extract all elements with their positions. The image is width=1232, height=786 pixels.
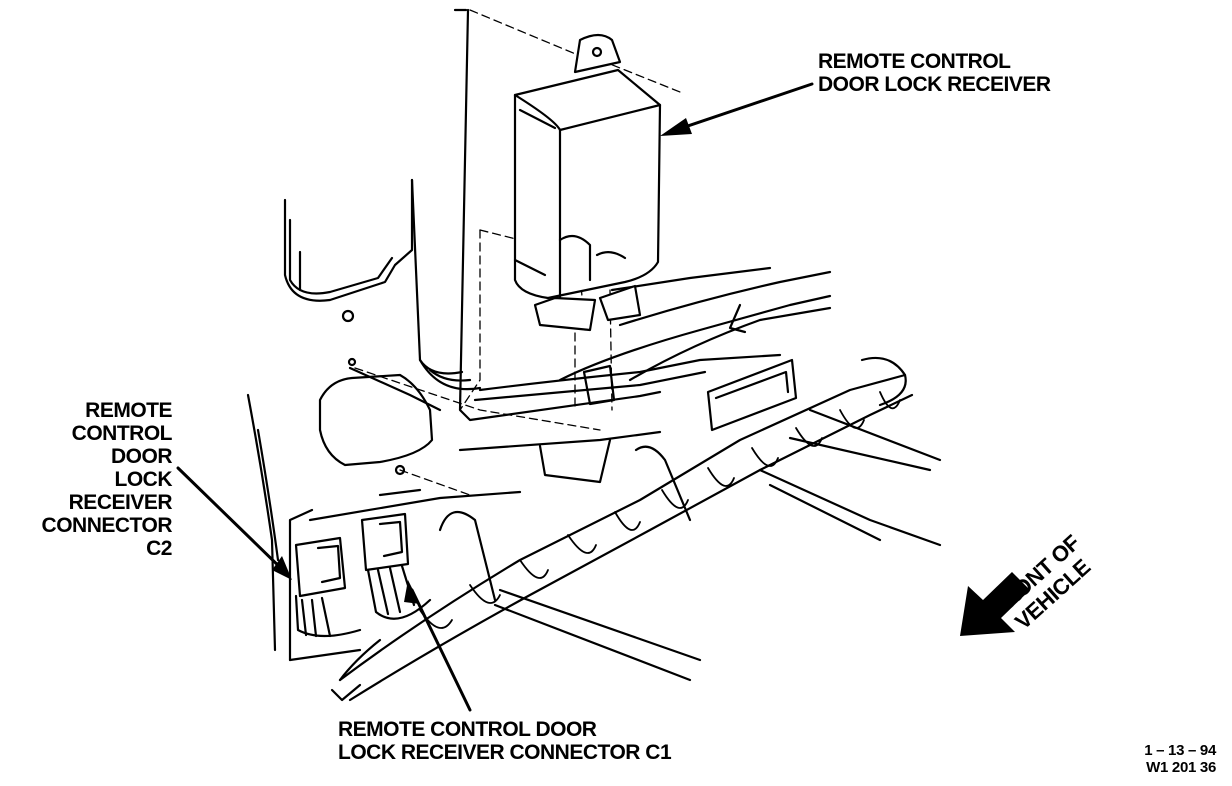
label-line: REMOTE xyxy=(85,399,172,422)
label-remote-control-door-lock-receiver: REMOTE CONTROL DOOR LOCK RECEIVER xyxy=(818,50,1051,96)
reference-date: 1 – 13 – 94 xyxy=(1144,742,1216,759)
arrowhead-c1 xyxy=(404,580,420,604)
label-line: RECEIVER xyxy=(68,491,173,514)
label-line: LOCK RECEIVER CONNECTOR C1 xyxy=(338,741,672,764)
leader-c2 xyxy=(176,466,290,577)
label-line: DOOR xyxy=(111,445,173,468)
reference-code: 1 – 13 – 94 W1 201 36 xyxy=(1128,742,1216,776)
label-line: CONTROL xyxy=(71,422,173,445)
label-line: REMOTE CONTROL xyxy=(818,50,1011,73)
label-line: CONNECTOR xyxy=(41,514,173,537)
leader-c1 xyxy=(410,588,472,712)
label-line: C2 xyxy=(146,537,172,560)
connector-c1 xyxy=(360,512,432,620)
remote-control-door-lock-receiver xyxy=(513,33,662,332)
front-of-vehicle-arrow-icon xyxy=(960,572,1030,636)
label-line: DOOR LOCK RECEIVER xyxy=(818,73,1051,96)
label-connector-c2: REMOTE CONTROL DOOR LOCK RECEIVER CONNEC… xyxy=(6,399,173,560)
wiring-harness xyxy=(330,356,914,702)
leader-lines xyxy=(176,82,814,712)
label-line: REMOTE CONTROL DOOR xyxy=(338,718,597,741)
label-line: LOCK xyxy=(114,468,173,491)
connector-c2 xyxy=(294,536,362,638)
leader-receiver xyxy=(668,82,814,134)
label-connector-c1: REMOTE CONTROL DOOR LOCK RECEIVER CONNEC… xyxy=(338,718,672,764)
arrowhead-c2 xyxy=(272,556,292,580)
arrowhead-receiver xyxy=(660,118,692,136)
reference-id: W1 201 36 xyxy=(1146,759,1216,776)
